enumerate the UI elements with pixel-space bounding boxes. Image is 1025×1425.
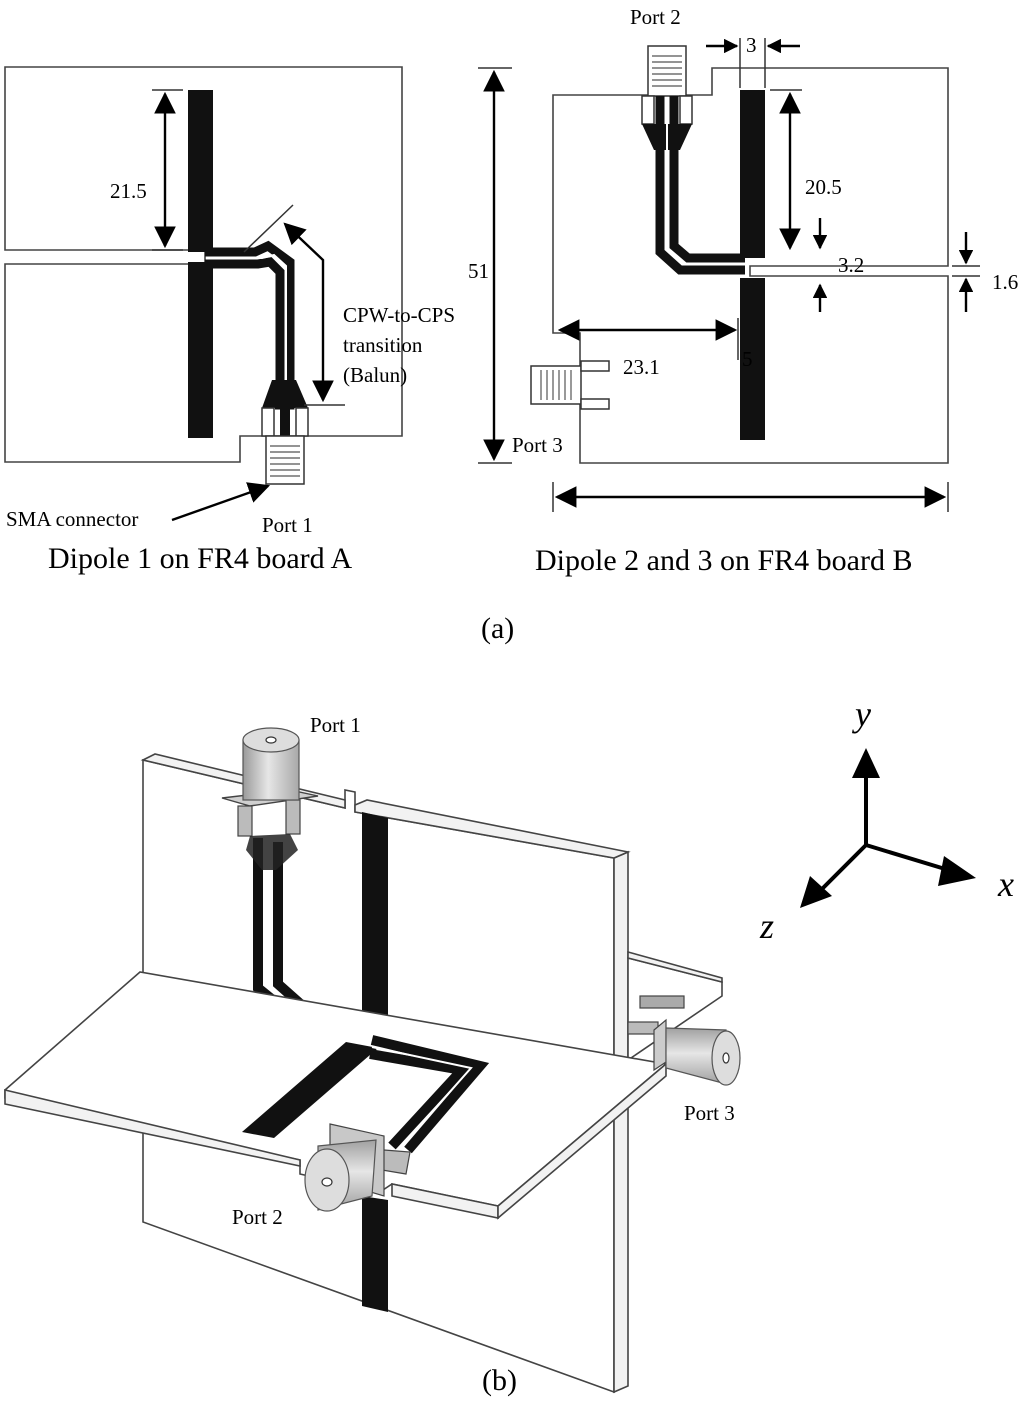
balun-label-line-1: CPW-to-CPS — [343, 303, 455, 327]
horizontal-feed-outer — [369, 1049, 472, 1150]
horizontal-feed-gap — [371, 1046, 473, 1149]
board-a-port-1-label: Port 1 — [262, 513, 313, 537]
sma-callout-arrow — [171, 482, 271, 522]
port-1-connector — [221, 727, 319, 870]
dim-20-5-label: 20.5 — [805, 175, 842, 199]
x-axis-arrow — [865, 843, 956, 874]
balun-trace-inner — [205, 257, 285, 405]
cpw-pad-right — [295, 407, 309, 437]
y-axis-label: y — [852, 694, 871, 734]
sma-connector-label: SMA connector — [6, 507, 138, 531]
3d-port-1-label: Port 1 — [310, 713, 361, 737]
feed-2-trace-gap — [666, 100, 742, 265]
z-axis-label: z — [759, 906, 774, 946]
port-3-connector — [627, 995, 741, 1086]
vertical-dipole-lower — [362, 1196, 388, 1312]
board-a: 21.5 CPW-to-CPS transition (Balun) SMA c… — [4, 66, 455, 575]
horizontal-dipole-left — [242, 1042, 378, 1138]
y-axis-head — [852, 748, 880, 778]
balun-label-line-2: transition — [343, 333, 423, 357]
sma-connector-a — [265, 435, 305, 485]
z-axis-arrow — [816, 843, 868, 895]
board-b-port-3-label: Port 3 — [512, 433, 563, 457]
dipole-2-lower-arm — [740, 278, 765, 440]
three-d-view: Port 1 Port 2 Port 3 — [4, 713, 741, 1394]
cpw-b-pad-left — [641, 95, 655, 125]
x-axis-label: x — [997, 864, 1014, 904]
feed-2-trace-inner — [669, 96, 745, 263]
3d-port-2-label: Port 2 — [232, 1205, 283, 1229]
3d-port-3-label: Port 3 — [684, 1101, 735, 1125]
balun-dim-arrow — [283, 222, 334, 403]
cpw-center-line — [280, 395, 290, 436]
vertical-dipole-upper — [362, 812, 388, 1022]
dim-3-2-label: 3.2 — [838, 253, 864, 277]
sma-connector-b-port3 — [530, 360, 610, 410]
board-b-port-2-label: Port 2 — [630, 5, 681, 29]
cpw-pad-left — [261, 407, 275, 437]
dipole-2-upper-arm — [740, 90, 765, 258]
dim-3-label: 3 — [746, 33, 757, 57]
back-shelf-top — [627, 950, 723, 984]
x-axis-head — [938, 856, 976, 886]
dim-51-label: 51 — [468, 259, 489, 283]
coordinate-axes: y x z — [759, 694, 1014, 946]
feed-2-trace-outer — [655, 96, 745, 275]
dim-23-1-label: 23.1 — [623, 355, 660, 379]
panel-a-label: (a) — [481, 612, 514, 645]
board-b: 3 20.5 3.2 1.6 51 23.1 5 Port 2 Port 3 D… — [468, 5, 1018, 577]
panel-b-label: (b) — [482, 1364, 517, 1397]
port-2-connector — [304, 1123, 411, 1212]
cpw-b-pad-right — [679, 95, 693, 125]
dim-5-label: 5 — [742, 347, 753, 371]
horizontal-feed-inner — [370, 1035, 490, 1154]
sma-connector-b-port2 — [647, 45, 687, 97]
board-a-caption: Dipole 1 on FR4 board A — [48, 542, 352, 575]
balun-label-line-3: (Balun) — [343, 363, 407, 387]
z-axis-head — [800, 876, 832, 908]
board-b-caption: Dipole 2 and 3 on FR4 board B — [535, 544, 912, 577]
dipole-1-lower-arm — [188, 262, 213, 438]
dim-1-6-label: 1.6 — [992, 270, 1018, 294]
horizontal-board-side-edge — [497, 1062, 667, 1220]
vertical-board-edge — [613, 850, 629, 1394]
dim-21-5-label: 21.5 — [110, 179, 147, 203]
dipole-1-upper-arm — [188, 90, 213, 252]
balun-dim-tick-top — [243, 204, 294, 253]
